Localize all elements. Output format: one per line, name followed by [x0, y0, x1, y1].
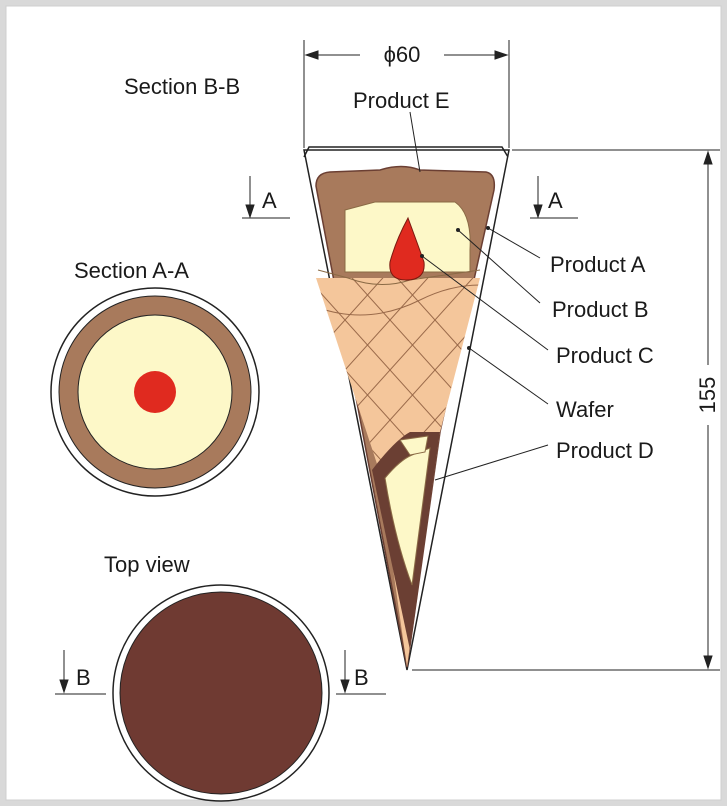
diameter-dimension [303, 40, 510, 148]
product-d-label: Product D [556, 438, 654, 463]
leader-arrowheads [420, 226, 490, 350]
height-dimension [412, 149, 720, 671]
wafer-label: Wafer [556, 397, 614, 422]
product-b-label: Product B [552, 297, 649, 322]
section-aa-product-c [134, 371, 176, 413]
marker-b-right: B [354, 665, 369, 690]
top-view [55, 584, 386, 802]
product-c-drop [389, 216, 425, 281]
product-d-cream-upper [399, 435, 429, 456]
marker-a-right: A [548, 188, 563, 213]
leader-lines [409, 111, 549, 481]
section-aa [50, 287, 260, 497]
product-a-label: Product A [550, 252, 646, 277]
height-label: 155 [695, 377, 720, 414]
product-e-label: Product E [353, 88, 450, 113]
top-view-product-e [119, 591, 323, 795]
section-aa-title: Section A-A [74, 258, 189, 283]
product-c-label: Product C [556, 343, 654, 368]
marker-b-left: B [76, 665, 91, 690]
section-bb [242, 40, 720, 671]
top-view-title: Top view [104, 552, 190, 577]
cone-rim [303, 146, 509, 158]
section-a-markers [242, 176, 578, 219]
product-d-cream [384, 447, 431, 586]
diameter-label: ϕ60 [384, 42, 421, 67]
section-bb-title: Section B-B [124, 74, 240, 99]
section-b-markers [55, 650, 386, 695]
marker-a-left: A [262, 188, 277, 213]
